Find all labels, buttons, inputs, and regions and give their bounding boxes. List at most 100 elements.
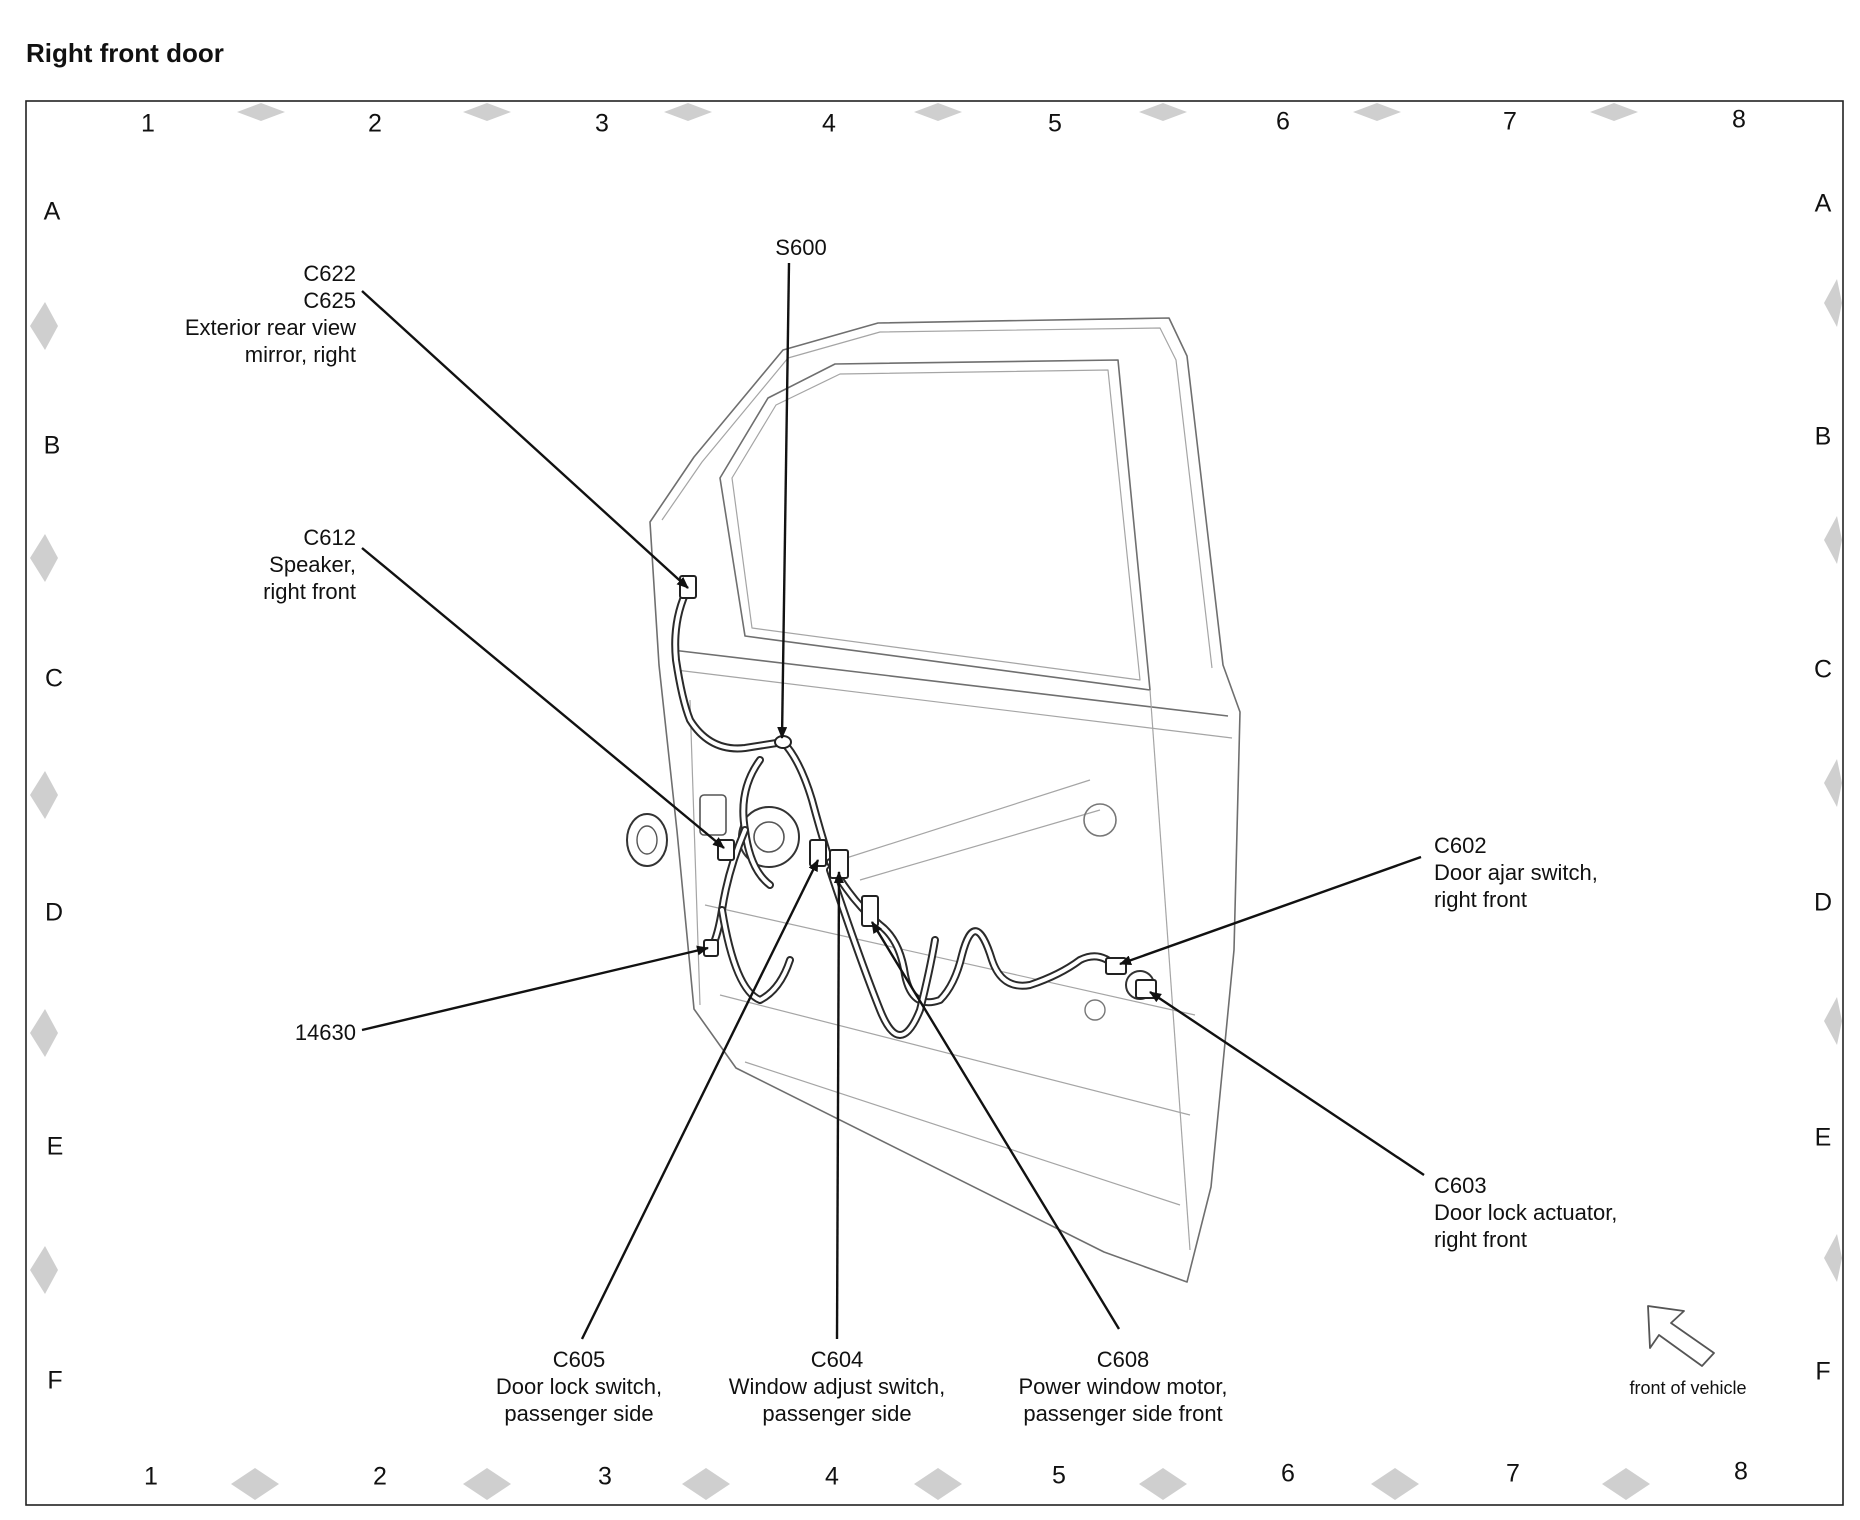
- grid-marker-icon: [914, 1468, 962, 1500]
- grid-marker-icon: [1824, 759, 1842, 807]
- speaker-bracket: [699, 794, 727, 836]
- leader-c605: [580, 859, 820, 1340]
- callout-description: passenger side: [504, 1401, 654, 1426]
- connector-c602: [1105, 957, 1127, 975]
- grid-column-label: 3: [598, 1462, 612, 1491]
- callout-connector-id: C608: [1096, 1347, 1150, 1372]
- grid-marker-icon: [30, 1246, 58, 1294]
- harness-mirror-branch: [673, 586, 785, 751]
- leader-14630: [361, 945, 709, 1032]
- grid-marker-icon: [1824, 279, 1842, 327]
- callout-description: Power window motor,: [1018, 1374, 1228, 1399]
- leader-c608: [870, 921, 1121, 1330]
- grid-marker-icon: [1824, 997, 1842, 1045]
- grid-column-label: 2: [368, 109, 382, 138]
- callout-description: right front: [1434, 1227, 1527, 1252]
- grid-marker-icon: [231, 1468, 279, 1500]
- callout-connector-id: C625: [303, 288, 356, 313]
- access-hole: [1083, 803, 1117, 837]
- grid-marker-icon: [463, 1468, 511, 1500]
- window-opening-inner: [731, 369, 1141, 681]
- grid-column-label: 2: [373, 1462, 387, 1491]
- belt-line: [671, 649, 1229, 717]
- grid-row-label: A: [1814, 189, 1832, 218]
- connector-c608: [861, 895, 879, 927]
- hinge-side-edge: [1149, 689, 1191, 1251]
- leader-c602: [1119, 855, 1422, 966]
- grid-column-label: 7: [1506, 1459, 1520, 1488]
- callout-s600: S600: [741, 234, 861, 261]
- grid-column-label: 8: [1732, 105, 1746, 134]
- callout-c605: C605 Door lock switch, passenger side: [439, 1346, 719, 1427]
- callout-description: Door lock switch,: [495, 1374, 663, 1399]
- grid-marker-icon: [463, 103, 511, 121]
- harness-window-loop: [828, 868, 937, 1037]
- callout-description: right front: [263, 579, 356, 604]
- grid-column-label: 5: [1052, 1461, 1066, 1490]
- grid-marker-icon: [30, 534, 58, 582]
- grid-column-label: 7: [1503, 107, 1517, 136]
- callout-description: mirror, right: [244, 342, 356, 367]
- callout-c602: C602 Door ajar switch, right front: [1434, 832, 1598, 913]
- callout-description: Exterior rear view: [184, 315, 356, 340]
- callout-connector-id: C612: [303, 525, 356, 550]
- callout-c622: C622 C625 Exterior rear view mirror, rig…: [0, 260, 356, 368]
- door-outer-outline: [649, 317, 1241, 1283]
- callout-connector-id: S600: [775, 235, 827, 260]
- inner-panel-edge: [689, 699, 701, 1006]
- grid-marker-icon: [1590, 103, 1638, 121]
- grid-row-label: D: [1813, 888, 1833, 917]
- grid-column-label: 8: [1734, 1457, 1748, 1486]
- callout-description: right front: [1434, 887, 1527, 912]
- callout-c608: C608 Power window motor, passenger side …: [983, 1346, 1263, 1427]
- round-connector: [626, 813, 668, 867]
- leader-s600: [777, 262, 791, 739]
- orientation-label: front of vehicle: [1629, 1378, 1747, 1398]
- leader-c612: [361, 547, 725, 849]
- harness-rear-branch: [828, 860, 1118, 1005]
- grid-marker-icon: [30, 302, 58, 350]
- grid-row-label: C: [44, 664, 64, 693]
- grid-marker-icon: [30, 771, 58, 819]
- access-hole: [1084, 999, 1106, 1021]
- grid-marker-icon: [1824, 1234, 1842, 1282]
- grid-marker-icon: [1139, 1468, 1187, 1500]
- callout-connector-id: 14630: [294, 1020, 356, 1045]
- leader-c603: [1149, 991, 1425, 1176]
- grid-row-label: B: [1814, 422, 1832, 451]
- grid-marker-icon: [1824, 516, 1842, 564]
- inner-panel-rib: [719, 994, 1191, 1116]
- grid-column-label: 5: [1048, 109, 1062, 138]
- leader-lines: [361, 262, 1425, 1340]
- grid-row-label: B: [43, 431, 61, 460]
- grid-column-label: 6: [1281, 1459, 1295, 1488]
- grid-marker-icon: [1139, 103, 1187, 121]
- grid-column-label: 1: [144, 1462, 158, 1491]
- door-frame-offset: [661, 327, 1213, 669]
- callout-connector-id: C603: [1434, 1173, 1487, 1198]
- grid-frame: [25, 100, 1844, 1506]
- round-connector-inner: [636, 825, 658, 855]
- leader-c622: [361, 290, 689, 589]
- grid-row-label: F: [47, 1366, 63, 1395]
- callout-14630: 14630: [0, 1019, 356, 1046]
- window-regulator-rail: [839, 779, 1091, 861]
- page-title: Right front door: [26, 38, 224, 68]
- grid-column-label: 1: [141, 109, 155, 138]
- inner-panel-rib: [744, 1061, 1181, 1206]
- leader-c604: [833, 871, 844, 1340]
- grid-marker-icon: [30, 1009, 58, 1057]
- callout-description: Speaker,: [269, 552, 356, 577]
- grid-marker-icon: [664, 103, 712, 121]
- grid-marker-icon: [1371, 1468, 1419, 1500]
- callout-description: Window adjust switch,: [728, 1374, 946, 1399]
- grid-row-label: A: [43, 197, 61, 226]
- window-regulator-rail: [859, 809, 1101, 881]
- wiring-harness: [671, 575, 1157, 1039]
- door-illustration: [626, 317, 1241, 1283]
- grid-column-label: 4: [825, 1462, 839, 1491]
- speaker-cone: [753, 821, 785, 853]
- callout-description: passenger side front: [1023, 1401, 1223, 1426]
